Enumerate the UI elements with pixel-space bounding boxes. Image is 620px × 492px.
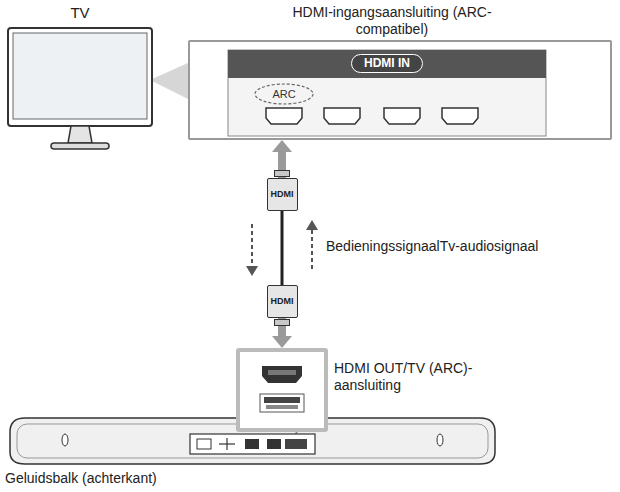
arc-marker: ARC bbox=[254, 83, 314, 105]
node-text: HDMI OUT/TV (ARC)-aansluiting bbox=[334, 360, 499, 394]
connection-arrow bbox=[272, 318, 292, 348]
connection-arrow bbox=[272, 140, 292, 178]
plug-tip bbox=[274, 319, 290, 326]
tv: TV bbox=[5, 0, 155, 165]
port-label: HDMI IN bbox=[351, 54, 423, 73]
node-text: HDMI bbox=[271, 189, 294, 200]
node-text: ARC bbox=[254, 83, 314, 105]
zoom-box: HDMI OUT/TV (ARC)-aansluiting bbox=[236, 348, 328, 432]
hdmi-cable bbox=[282, 211, 283, 285]
hdmi-plug: HDMI bbox=[267, 178, 298, 211]
node-text: HDMI bbox=[271, 296, 294, 307]
hdmi-out-port bbox=[240, 352, 324, 428]
callout-pointer bbox=[150, 62, 190, 100]
tv-illustration bbox=[5, 0, 155, 165]
signal-arrow bbox=[251, 224, 253, 266]
node-text: Geluidsbalk (achterkant) bbox=[5, 470, 157, 486]
node-text: HDMI IN bbox=[364, 56, 410, 71]
hdmi-plug: HDMI bbox=[267, 285, 298, 318]
node-text: HDMI-ingangsaansluiting (ARC-compatibel) bbox=[290, 4, 494, 38]
signal-label: BedieningssignaalTv-audiosignaal bbox=[326, 238, 538, 254]
signal-arrowhead bbox=[246, 266, 258, 276]
signal-arrow bbox=[311, 230, 313, 272]
node-text: TV bbox=[5, 4, 155, 21]
callout-box: HDMI-ingangsaansluiting (ARC-compatibel)… bbox=[188, 40, 612, 140]
signal-arrowhead bbox=[306, 220, 318, 230]
plug-tip bbox=[274, 170, 290, 177]
